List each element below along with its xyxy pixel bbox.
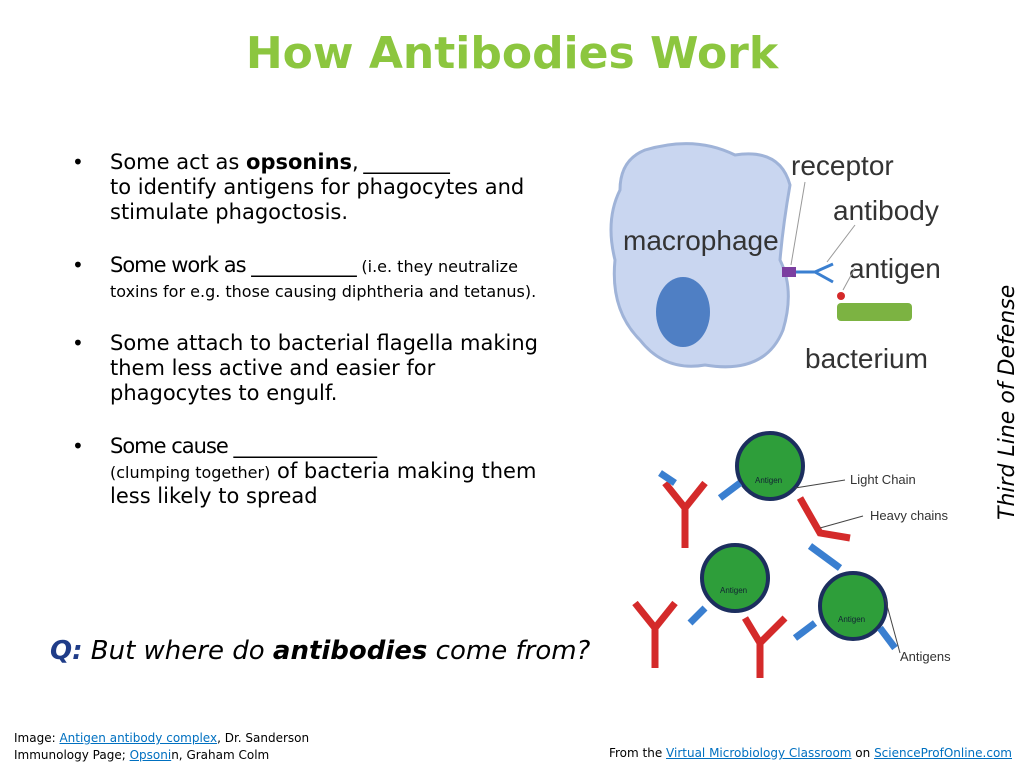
opsonin-link[interactable]: Opsoni bbox=[129, 748, 172, 762]
source-credit: From the Virtual Microbiology Classroom … bbox=[608, 746, 1012, 760]
bacterium-shape bbox=[837, 303, 912, 321]
bullet-agglutination: Some cause _______________ (clumping tog… bbox=[72, 434, 542, 509]
receptor-label: receptor bbox=[791, 150, 894, 181]
side-label: Third Line of Defense bbox=[995, 284, 1020, 520]
svg-text:Antigen: Antigen bbox=[838, 615, 865, 624]
macrophage-diagram: macrophage receptor antibody antigen bac… bbox=[609, 142, 941, 374]
slide-title: How Antibodies Work bbox=[245, 28, 779, 79]
scienceprofonline-link[interactable]: ScienceProfOnline.com bbox=[874, 746, 1012, 760]
antibody-label: antibody bbox=[833, 195, 939, 226]
antigen-cluster-top: Antigen bbox=[735, 431, 805, 501]
antigen-cluster-right: Antigen bbox=[818, 571, 888, 641]
nucleus bbox=[656, 277, 710, 347]
agglutination-diagram: Antigen Antigen Antigen Light Chain Heav… bbox=[632, 431, 951, 678]
antigen-dot bbox=[837, 292, 845, 300]
antigen-cluster-left: Antigen bbox=[700, 543, 770, 613]
svg-text:Antigen: Antigen bbox=[720, 586, 747, 595]
bullet-list: Some act as opsonins, _________ to ident… bbox=[72, 150, 542, 537]
antigens-label: Antigens bbox=[900, 649, 951, 664]
question-line: Q: But where do antibodies come from? bbox=[50, 636, 591, 666]
virtual-microbiology-link[interactable]: Virtual Microbiology Classroom bbox=[666, 746, 852, 760]
antigen-antibody-complex-link[interactable]: Antigen antibody complex bbox=[59, 731, 218, 745]
macrophage-label: macrophage bbox=[623, 225, 779, 256]
heavy-chains-label: Heavy chains bbox=[870, 508, 949, 523]
bullet-neutralize: Some work as ___________ (i.e. they neut… bbox=[72, 253, 542, 303]
bullet-flagella: Some attach to bacterial flagella making… bbox=[72, 331, 542, 406]
antibody-shapes bbox=[632, 470, 898, 678]
receptor-shape bbox=[782, 267, 796, 277]
macrophage-cell bbox=[609, 142, 792, 369]
bacterium-label: bacterium bbox=[805, 343, 928, 374]
image-credits: Image: Antigen antibody complex, Dr. San… bbox=[14, 731, 310, 762]
light-chain-label: Light Chain bbox=[850, 472, 916, 487]
antigen-label: antigen bbox=[849, 253, 941, 284]
bullet-opsonins: Some act as opsonins, _________ to ident… bbox=[72, 150, 542, 225]
svg-text:Antigen: Antigen bbox=[755, 476, 782, 485]
